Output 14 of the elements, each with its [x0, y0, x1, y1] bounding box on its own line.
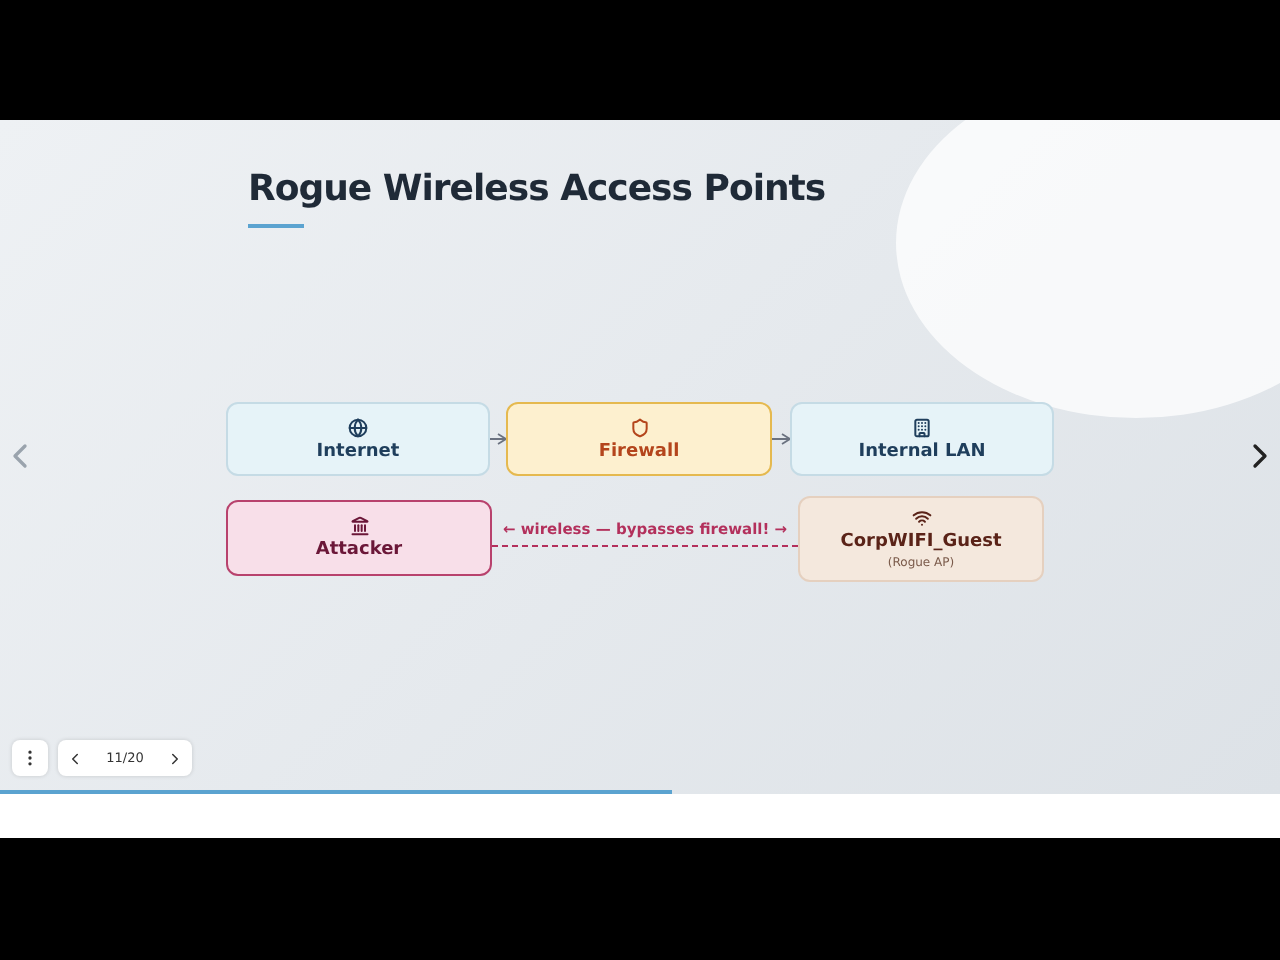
arrow — [489, 433, 507, 445]
node-title: Firewall — [598, 441, 680, 461]
node-box — [226, 402, 490, 476]
arrow — [771, 433, 791, 445]
node-box — [790, 402, 1054, 476]
node-title: Internet — [316, 441, 400, 461]
node-title: Internal LAN — [858, 441, 986, 461]
slide-title: Rogue Wireless Access Points — [248, 168, 826, 210]
node-box — [798, 496, 1044, 582]
node-title: CorpWIFI_Guest — [840, 532, 1002, 552]
node-box — [226, 500, 492, 576]
node-title: Attacker — [315, 540, 403, 560]
dashed-connector — [491, 545, 799, 547]
node-box — [506, 402, 772, 476]
